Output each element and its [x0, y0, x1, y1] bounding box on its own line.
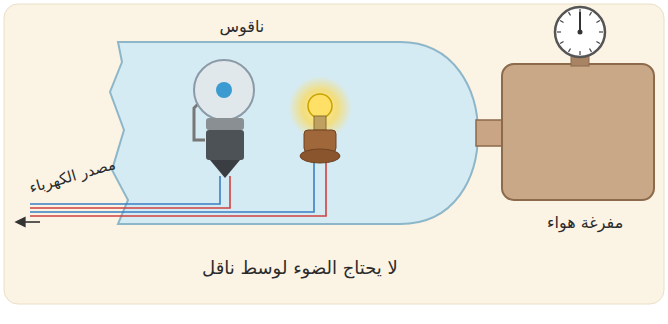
pressure-gauge — [555, 7, 605, 57]
gauge-needle — [579, 12, 581, 32]
gauge-tick — [557, 31, 561, 32]
part-label: ناقوس — [220, 17, 265, 36]
gauge-tick — [569, 12, 571, 15]
vacuum-pump — [502, 64, 654, 200]
bell-gong — [194, 60, 254, 120]
gauge-pivot — [578, 30, 583, 35]
gauge-tick — [560, 21, 563, 23]
bell-body — [206, 118, 244, 130]
pump-nozzle — [476, 120, 504, 146]
gauge-tick — [596, 42, 599, 44]
bell-center — [216, 82, 232, 98]
bell-jar — [110, 42, 478, 224]
gauge-tick — [569, 48, 571, 51]
gauge-tick — [590, 48, 592, 51]
gauge-ticks — [557, 9, 603, 55]
lamp-cap — [314, 116, 326, 130]
lamp-holder — [300, 149, 340, 163]
bell-body — [206, 130, 244, 160]
gauge-tick — [596, 21, 599, 23]
gauge-tick — [590, 12, 592, 15]
bell-tip — [210, 160, 240, 178]
part-label: مفرغة هواء — [547, 213, 623, 232]
caption: لا يحتاج الضوء لوسط ناقل — [202, 257, 398, 279]
arrow — [20, 221, 40, 223]
gauge-tick — [599, 31, 603, 32]
gauge-tick — [560, 42, 563, 44]
gauge-tick — [579, 51, 580, 55]
lamp-bulb — [308, 94, 332, 118]
panel — [4, 4, 664, 304]
